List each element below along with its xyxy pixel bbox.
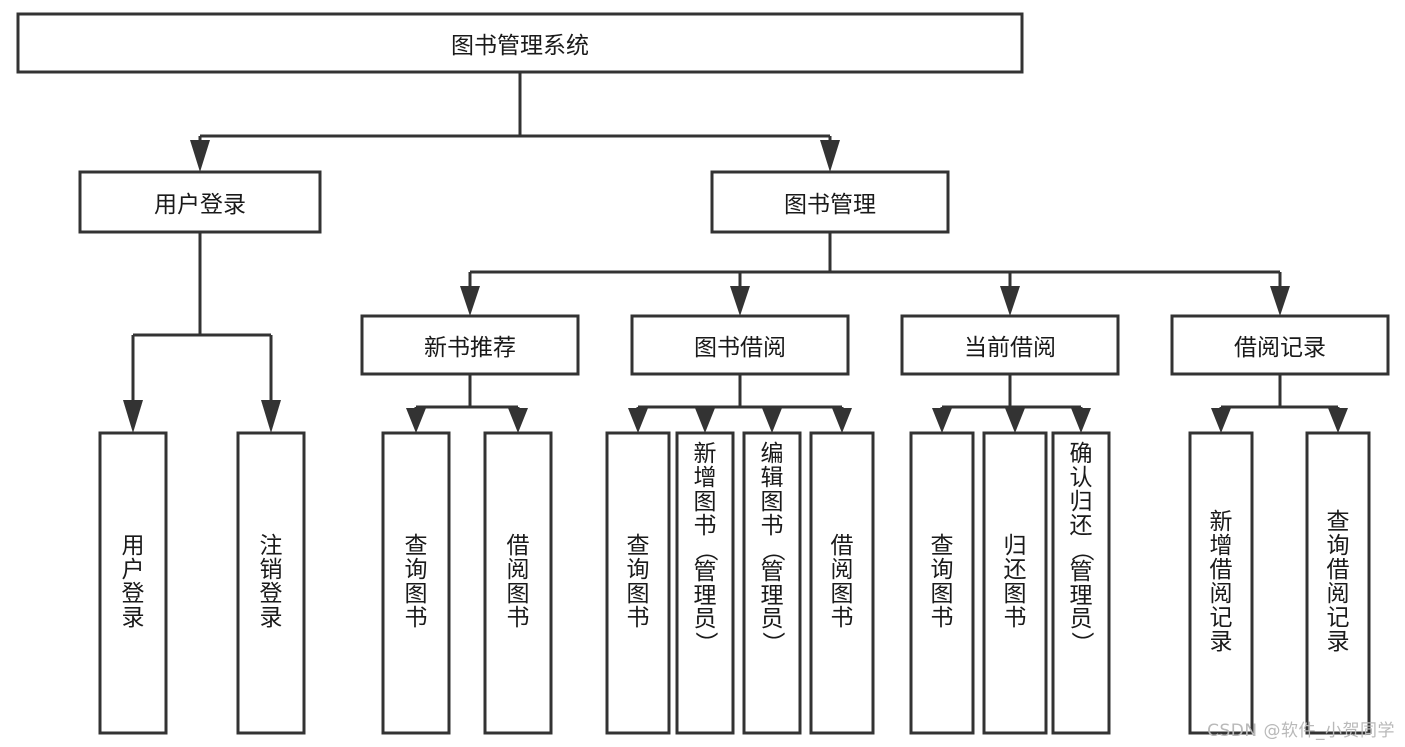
node-box-root[interactable]	[16, 12, 1024, 74]
node-box-leaf-user-login[interactable]	[98, 431, 168, 735]
arrow-head-leaf-query-book-borrow	[628, 408, 648, 433]
arrow-head-leaf-return-book	[1005, 408, 1025, 433]
node-box-leaf-query-book-borrow[interactable]	[605, 431, 671, 735]
arrow-head-current-borrow	[1000, 286, 1020, 316]
node-box-book-borrow[interactable]	[630, 314, 850, 376]
arrow-head-new-book-recommend	[460, 286, 480, 316]
node-box-leaf-query-borrow-record[interactable]	[1305, 431, 1371, 735]
arrow-head-leaf-borrow-book	[832, 408, 852, 433]
arrow-head-leaf-add-borrow-record	[1211, 408, 1231, 433]
node-box-layer	[16, 12, 1390, 735]
arrow-head-leaf-edit-book-admin	[762, 408, 782, 433]
arrow-head-leaf-query-borrow-record	[1328, 408, 1348, 433]
arrow-head-borrow-records	[1270, 286, 1290, 316]
arrow-head-leaf-query-book-recommend	[406, 408, 426, 433]
node-box-leaf-borrow-book-recommend[interactable]	[483, 431, 553, 735]
node-box-borrow-records[interactable]	[1170, 314, 1390, 376]
node-box-user-login[interactable]	[78, 170, 322, 234]
arrow-head-user-login	[190, 140, 210, 172]
node-box-leaf-query-book-recommend[interactable]	[381, 431, 451, 735]
node-box-leaf-add-book-admin[interactable]	[675, 431, 735, 735]
node-box-leaf-confirm-return-admin[interactable]	[1051, 431, 1111, 735]
arrow-head-leaf-logout	[261, 400, 281, 433]
connector-layer	[123, 72, 1348, 433]
arrow-head-leaf-user-login	[123, 400, 143, 433]
arrow-head-book-borrow	[730, 286, 750, 316]
arrow-head-leaf-confirm-return-admin	[1071, 408, 1091, 433]
node-box-leaf-edit-book-admin[interactable]	[742, 431, 802, 735]
node-box-leaf-return-book[interactable]	[982, 431, 1048, 735]
node-box-current-borrow[interactable]	[900, 314, 1120, 376]
node-box-leaf-add-borrow-record[interactable]	[1188, 431, 1254, 735]
node-box-leaf-logout[interactable]	[236, 431, 306, 735]
node-box-book-management[interactable]	[710, 170, 950, 234]
node-box-leaf-query-book-current[interactable]	[909, 431, 975, 735]
node-box-new-book-recommend[interactable]	[360, 314, 580, 376]
arrow-head-leaf-borrow-book-recommend	[508, 408, 528, 433]
arrow-head-leaf-add-book-admin	[695, 408, 715, 433]
arrow-head-leaf-query-book-current	[932, 408, 952, 433]
arrow-head-book-management	[820, 140, 840, 172]
node-box-leaf-borrow-book[interactable]	[809, 431, 875, 735]
